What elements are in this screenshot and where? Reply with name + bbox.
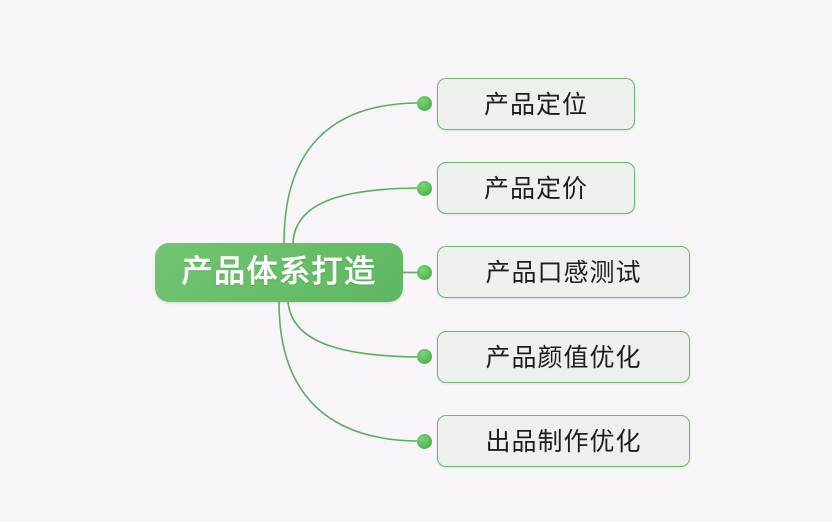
connector-curve-branch-2 [292,187,418,244]
connector-dot[interactable] [417,349,432,364]
branch-node-taste-testing[interactable]: 产品口感测试 [437,246,690,298]
branch-node-product-positioning[interactable]: 产品定位 [437,78,635,130]
connector-curve-branch-5 [278,301,418,442]
branch-node-label: 产品定价 [483,173,588,203]
branch-node-label: 产品颜值优化 [485,342,642,372]
branch-node-label: 产品定位 [483,89,588,119]
branch-node-appearance-optimization[interactable]: 产品颜值优化 [437,331,690,383]
root-node-label: 产品体系打造 [181,254,377,290]
branch-node-label: 产品口感测试 [485,257,642,287]
branch-node-production-optimization[interactable]: 出品制作优化 [437,415,690,467]
branch-node-product-pricing[interactable]: 产品定价 [437,162,635,214]
connector-curve-branch-1 [283,102,418,244]
branch-node-label: 出品制作优化 [485,426,642,456]
connector-dot[interactable] [417,96,432,111]
root-node[interactable]: 产品体系打造 [155,243,403,302]
connector-dot[interactable] [417,181,432,196]
connector-dot[interactable] [417,434,432,449]
connector-curve-branch-4 [287,301,418,358]
connector-dot[interactable] [417,265,432,280]
